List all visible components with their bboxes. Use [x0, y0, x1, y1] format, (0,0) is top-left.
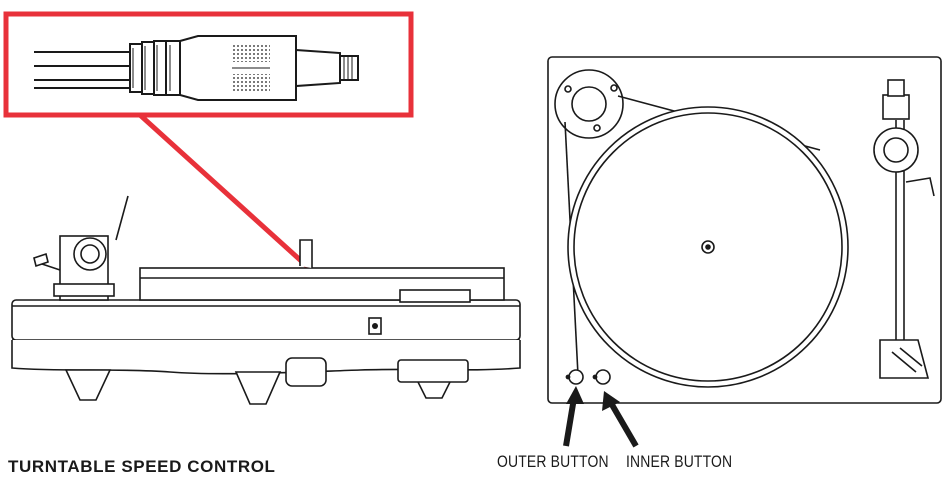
plug-callout — [3, 11, 414, 118]
power-plug-icon — [34, 35, 359, 101]
turntable-top-view — [547, 56, 942, 404]
arrow-icon — [563, 386, 639, 448]
turntable-side-view — [11, 195, 521, 405]
caption-heading: TURNTABLE SPEED CONTROL — [8, 457, 276, 476]
callout-frame — [3, 11, 414, 118]
inner-button-label: INNER BUTTON — [626, 452, 733, 471]
outer-button-label: OUTER BUTTON — [497, 452, 609, 471]
